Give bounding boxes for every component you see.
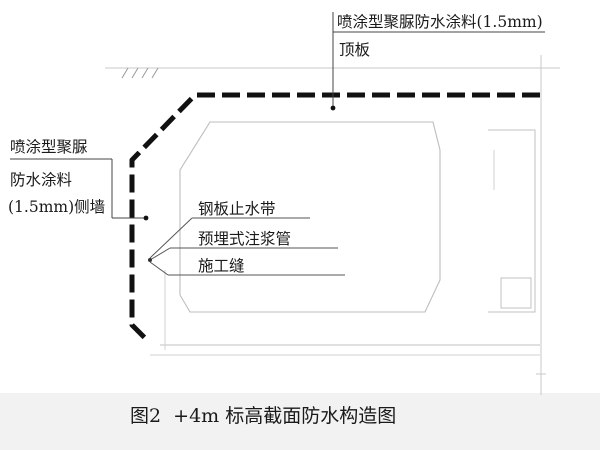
leader-wall-dot — [143, 215, 149, 221]
leader-roof-dot — [330, 105, 336, 111]
leader-joint-origin — [148, 258, 152, 262]
figure-caption: 图2 +4m 标高截面防水构造图 — [130, 405, 396, 427]
label-grout-pipe: 预埋式注浆管 — [198, 230, 291, 248]
caption-band — [0, 393, 600, 450]
label-waterstop: 钢板止水带 — [198, 200, 276, 218]
leader-joint — [149, 261, 169, 276]
label-wall-line3: (1.5mm)侧墙 — [8, 198, 105, 216]
right-chamber-outline — [488, 129, 536, 313]
right-chamber-box — [500, 277, 532, 309]
leader-grout — [149, 247, 171, 261]
waterproof-layer-dashed — [129, 92, 540, 342]
inner-chamber-outline — [179, 121, 441, 313]
label-roof: 顶板 — [339, 41, 370, 59]
label-roof-coating: 喷涂型聚脲防水涂料(1.5mm) — [337, 13, 543, 31]
label-joint: 施工缝 — [198, 257, 245, 275]
ground-hatch — [121, 67, 159, 79]
leader-waterstop — [149, 217, 193, 259]
label-wall-line1: 喷涂型聚脲 — [10, 138, 88, 156]
label-wall-line2: 防水涂料 — [10, 171, 72, 189]
